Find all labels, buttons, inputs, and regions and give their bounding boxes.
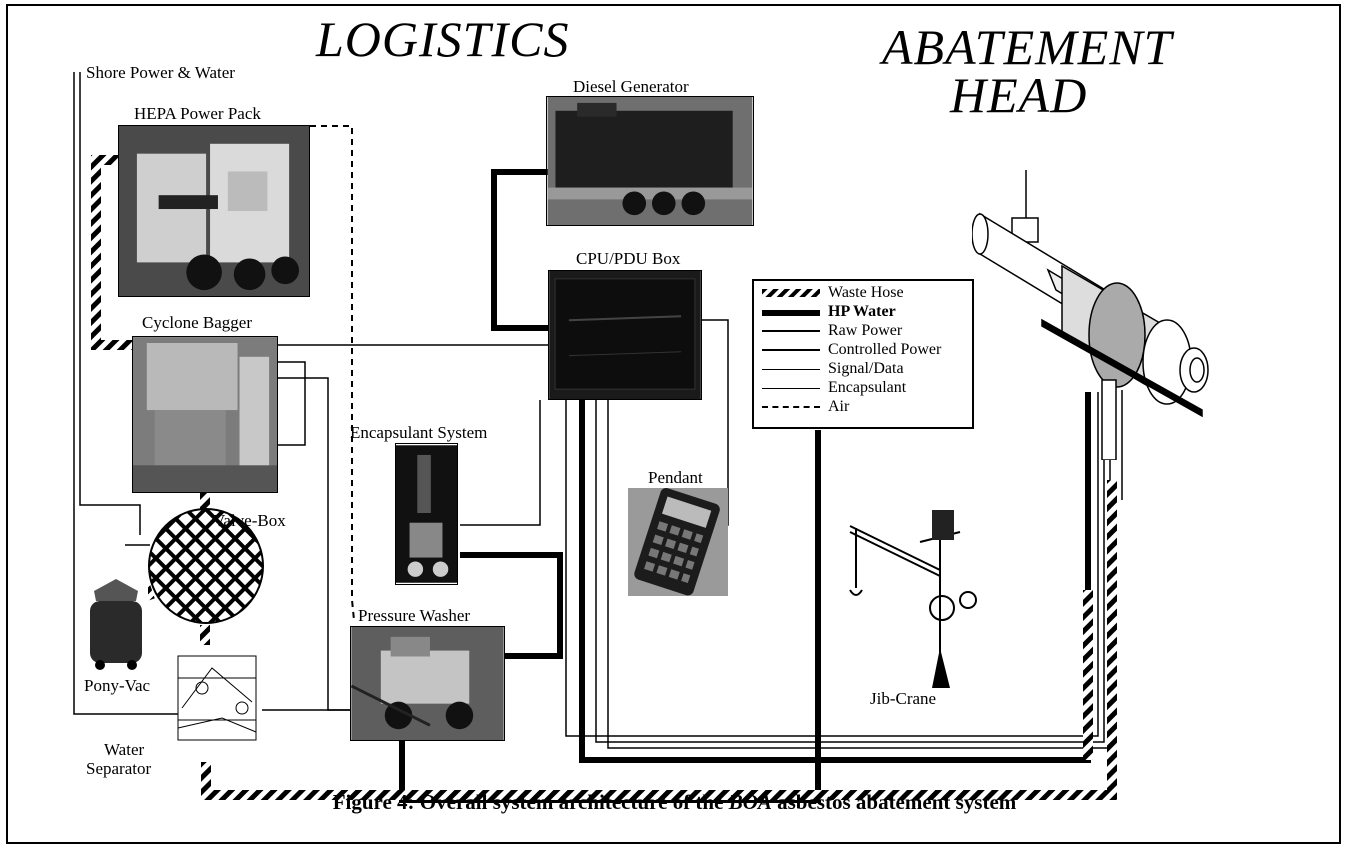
caption-emphasis: BOA [728, 790, 772, 814]
water-separator-drawing [172, 648, 264, 746]
legend-item-controlled-power: Controlled Power [760, 340, 970, 360]
pony-vac-photo [82, 577, 148, 671]
legend-label: Controlled Power [828, 341, 942, 358]
legend-item-waste-hose: Waste Hose [760, 283, 970, 303]
jib-crane-label: Jib-Crane [870, 689, 937, 708]
pony-vac-label: Pony-Vac [84, 676, 151, 695]
shore-power-water-label: Shore Power & Water [86, 63, 235, 82]
hepa-power-pack-photo [118, 125, 310, 297]
signal-data-swatch [762, 369, 820, 370]
hp-water-swatch [762, 310, 820, 316]
legend-label: HP Water [828, 303, 896, 320]
air-swatch [762, 406, 820, 408]
diesel-generator-photo [546, 96, 754, 226]
abatement-title-line1: ABATEMENT [882, 19, 1173, 75]
water-separator-label-line1: Water [104, 740, 145, 759]
logistics-title: LOGISTICS [316, 11, 570, 67]
cpu-pdu-box-label: CPU/PDU Box [576, 249, 681, 268]
pendant-photo [628, 488, 728, 596]
cyclone-bagger-label: Cyclone Bagger [142, 313, 252, 332]
diesel-generator-label: Diesel Generator [573, 77, 689, 96]
jib-crane-photo [840, 508, 990, 688]
legend-label: Raw Power [828, 322, 903, 339]
cyclone-bagger-photo [132, 336, 278, 493]
pressure-washer-label: Pressure Washer [358, 606, 471, 625]
caption-suffix: asbestos abatement system [771, 790, 1017, 814]
legend-item-encapsulant: Encapsulant [760, 378, 970, 398]
legend-label: Signal/Data [828, 360, 904, 377]
legend-label: Encapsulant [828, 379, 907, 396]
abatement-title-line2: HEAD [950, 67, 1088, 123]
legend-item-hp-water: HP Water [760, 302, 970, 322]
valve-box-label: Valve-Box [213, 511, 286, 530]
hepa-power-pack-label: HEPA Power Pack [134, 104, 261, 123]
encapsulant-swatch [762, 388, 820, 389]
cpu-pdu-box-photo [548, 270, 702, 400]
controlled-power-swatch [762, 349, 820, 351]
legend-item-signal-data: Signal/Data [760, 359, 970, 379]
legend-item-raw-power: Raw Power [760, 321, 970, 341]
caption-prefix: Figure 4: Overall system architecture of… [332, 790, 729, 814]
figure-frame [6, 4, 1341, 844]
pressure-washer-photo [350, 626, 505, 741]
figure-caption: Figure 4: Overall system architecture of… [0, 790, 1349, 814]
pendant-label: Pendant [648, 468, 703, 487]
legend-label: Air [828, 398, 850, 415]
encapsulant-system-photo [395, 443, 458, 585]
legend: Waste Hose HP Water Raw Power Controlled… [752, 279, 974, 429]
encapsulant-system-label: Encapsulant System [350, 423, 488, 442]
waste-hose-swatch [762, 289, 820, 297]
raw-power-swatch [762, 330, 820, 332]
valve-box-icon [148, 508, 264, 624]
legend-label: Waste Hose [828, 284, 904, 301]
abatement-head-drawing [971, 170, 1222, 461]
water-separator-label-line2: Separator [86, 759, 152, 778]
legend-item-air: Air [760, 397, 970, 417]
shore-water-line [73, 72, 178, 715]
